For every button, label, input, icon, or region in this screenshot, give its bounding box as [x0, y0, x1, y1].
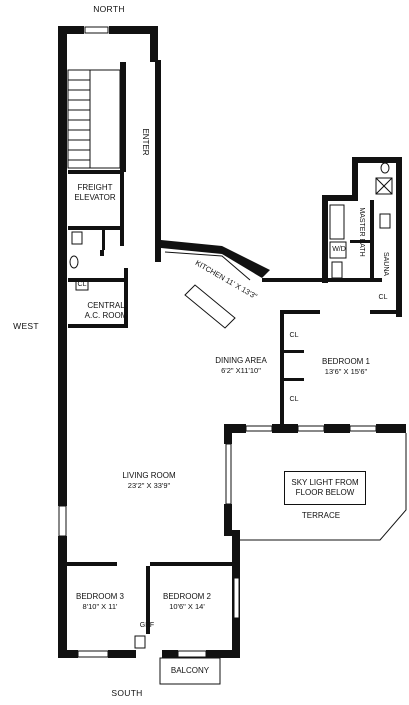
freight-elevator-line2: ELEVATOR — [74, 193, 116, 202]
gbf-label: GBF — [139, 622, 155, 629]
skylight-line2: FLOOR BELOW — [295, 488, 355, 497]
master-bath-line1: MASTER — [358, 207, 365, 237]
north-label: NORTH — [93, 4, 125, 14]
freight-elevator-line1: FREIGHT — [77, 183, 113, 192]
cl-label-b1a: CL — [289, 332, 299, 339]
cl-label-ac: CL — [77, 281, 87, 288]
central-ac-line2: A.C. ROOM — [84, 311, 128, 320]
terrace-label: TERRACE — [301, 511, 341, 520]
west-label: WEST — [13, 321, 39, 331]
walls — [58, 26, 406, 658]
dining-area-name: DINING AREA — [215, 356, 267, 365]
thin-lines — [67, 69, 407, 685]
dining-area-dims: 6'2" X11'10" — [221, 366, 261, 375]
wd-label: W/D — [332, 246, 346, 253]
bedroom2-dims: 10'6" X 14' — [169, 602, 205, 611]
south-label: SOUTH — [111, 688, 143, 698]
balcony-label: BALCONY — [170, 666, 210, 675]
living-room-dims: 23'2" X 33'9" — [127, 481, 171, 490]
bedroom3-label: BEDROOM 3 8'10" X 11' — [76, 592, 124, 612]
bedroom3-dims: 8'10" X 11' — [82, 602, 118, 611]
bedroom3-name: BEDROOM 3 — [75, 592, 125, 601]
bedroom2-label: BEDROOM 2 10'6" X 14' — [163, 592, 211, 612]
skylight-line1: SKY LIGHT FROM — [291, 478, 359, 487]
freight-elevator-label: FREIGHT ELEVATOR — [74, 183, 115, 203]
cl-label-b1b: CL — [289, 396, 299, 403]
dining-area-label: DINING AREA 6'2" X11'10" — [215, 356, 267, 376]
enter-label: ENTER — [141, 128, 150, 156]
bedroom1-name: BEDROOM 1 — [321, 357, 371, 366]
living-room-label: LIVING ROOM 23'2" X 33'9" — [122, 471, 175, 491]
bedroom1-label: BEDROOM 1 13'6" X 15'6" — [322, 357, 370, 377]
bedroom1-dims: 13'6" X 15'6" — [324, 367, 368, 376]
sauna-label: SAUNA — [382, 251, 389, 277]
bedroom2-name: BEDROOM 2 — [162, 592, 212, 601]
skylight-label: SKY LIGHT FROM FLOOR BELOW — [291, 478, 358, 498]
living-room-name: LIVING ROOM — [122, 471, 176, 480]
master-bath-label: MASTER BATH — [356, 207, 366, 256]
master-bath-line2: BATH — [358, 238, 365, 257]
skylight-box — [284, 471, 366, 505]
cl-label-b1c: CL — [378, 294, 388, 301]
central-ac-line1: CENTRAL — [87, 301, 125, 310]
central-ac-label: CENTRAL A.C. ROOM — [85, 301, 128, 321]
